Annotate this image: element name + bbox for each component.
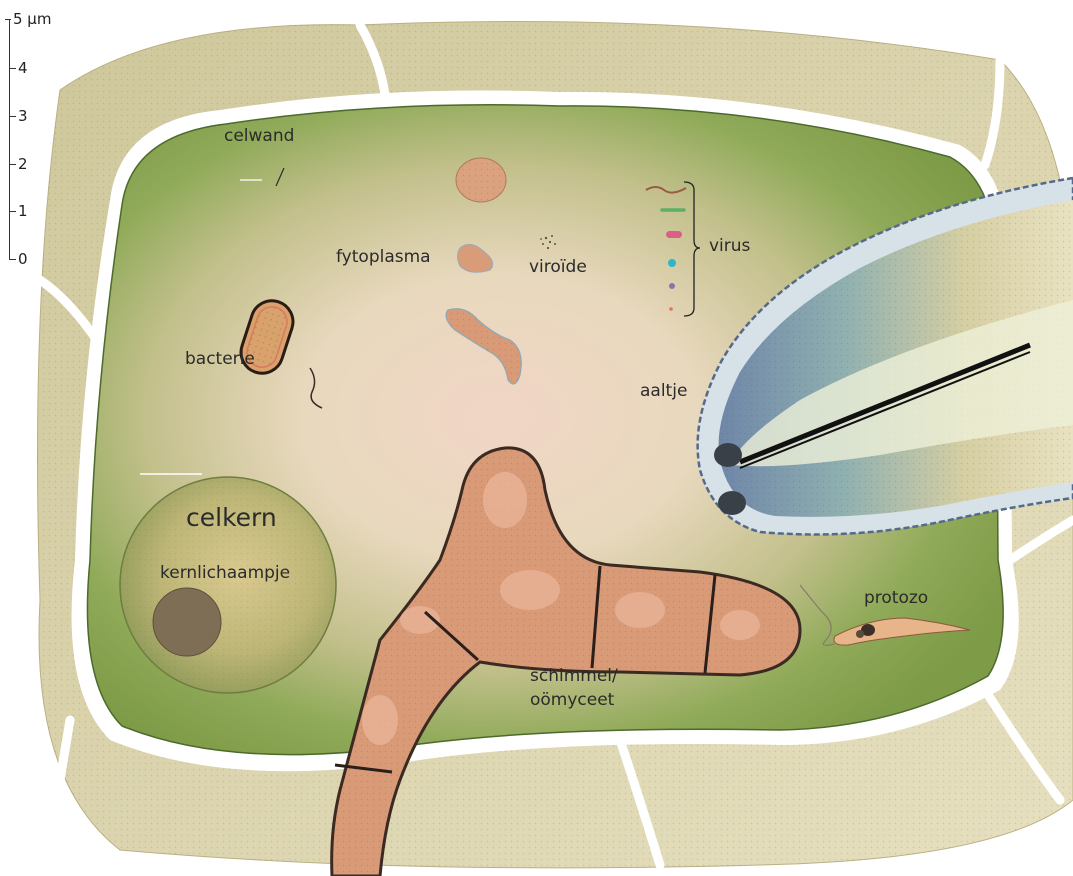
label-bacterie: bacterie <box>185 351 255 368</box>
scale-tick-2: 2 <box>10 157 28 172</box>
scale-tick-label: 1 <box>18 202 28 220</box>
scale-tick-label: 4 <box>18 59 28 77</box>
scale-tick-5: 5 µm <box>5 12 51 27</box>
label-virus: virus <box>709 238 750 255</box>
scale-tick-0: 0 <box>10 252 28 267</box>
scale-tick-label: 0 <box>18 250 28 268</box>
scale-tick-4: 4 <box>10 61 28 76</box>
label-celwand: celwand <box>224 128 294 145</box>
label-celkern: celkern <box>186 505 277 530</box>
label-aaltje: aaltje <box>640 383 687 400</box>
label-kernlichaampje: kernlichaampje <box>160 565 290 582</box>
scale-unit-label: 5 µm <box>13 10 51 28</box>
scale-tick-1: 1 <box>10 204 28 219</box>
label-protozo: protozo <box>864 590 928 607</box>
label-viroide: viroïde <box>529 259 587 276</box>
scale-tick-label: 3 <box>18 107 28 125</box>
label-schimmel: schimmel/ <box>530 668 618 685</box>
scale-tick-label: 2 <box>18 155 28 173</box>
nucleolus <box>153 588 221 656</box>
scale-bar <box>9 20 10 260</box>
label-oomyceet: oömyceet <box>530 692 614 709</box>
label-fytoplasma: fytoplasma <box>336 249 431 266</box>
scale-tick-3: 3 <box>10 109 28 124</box>
